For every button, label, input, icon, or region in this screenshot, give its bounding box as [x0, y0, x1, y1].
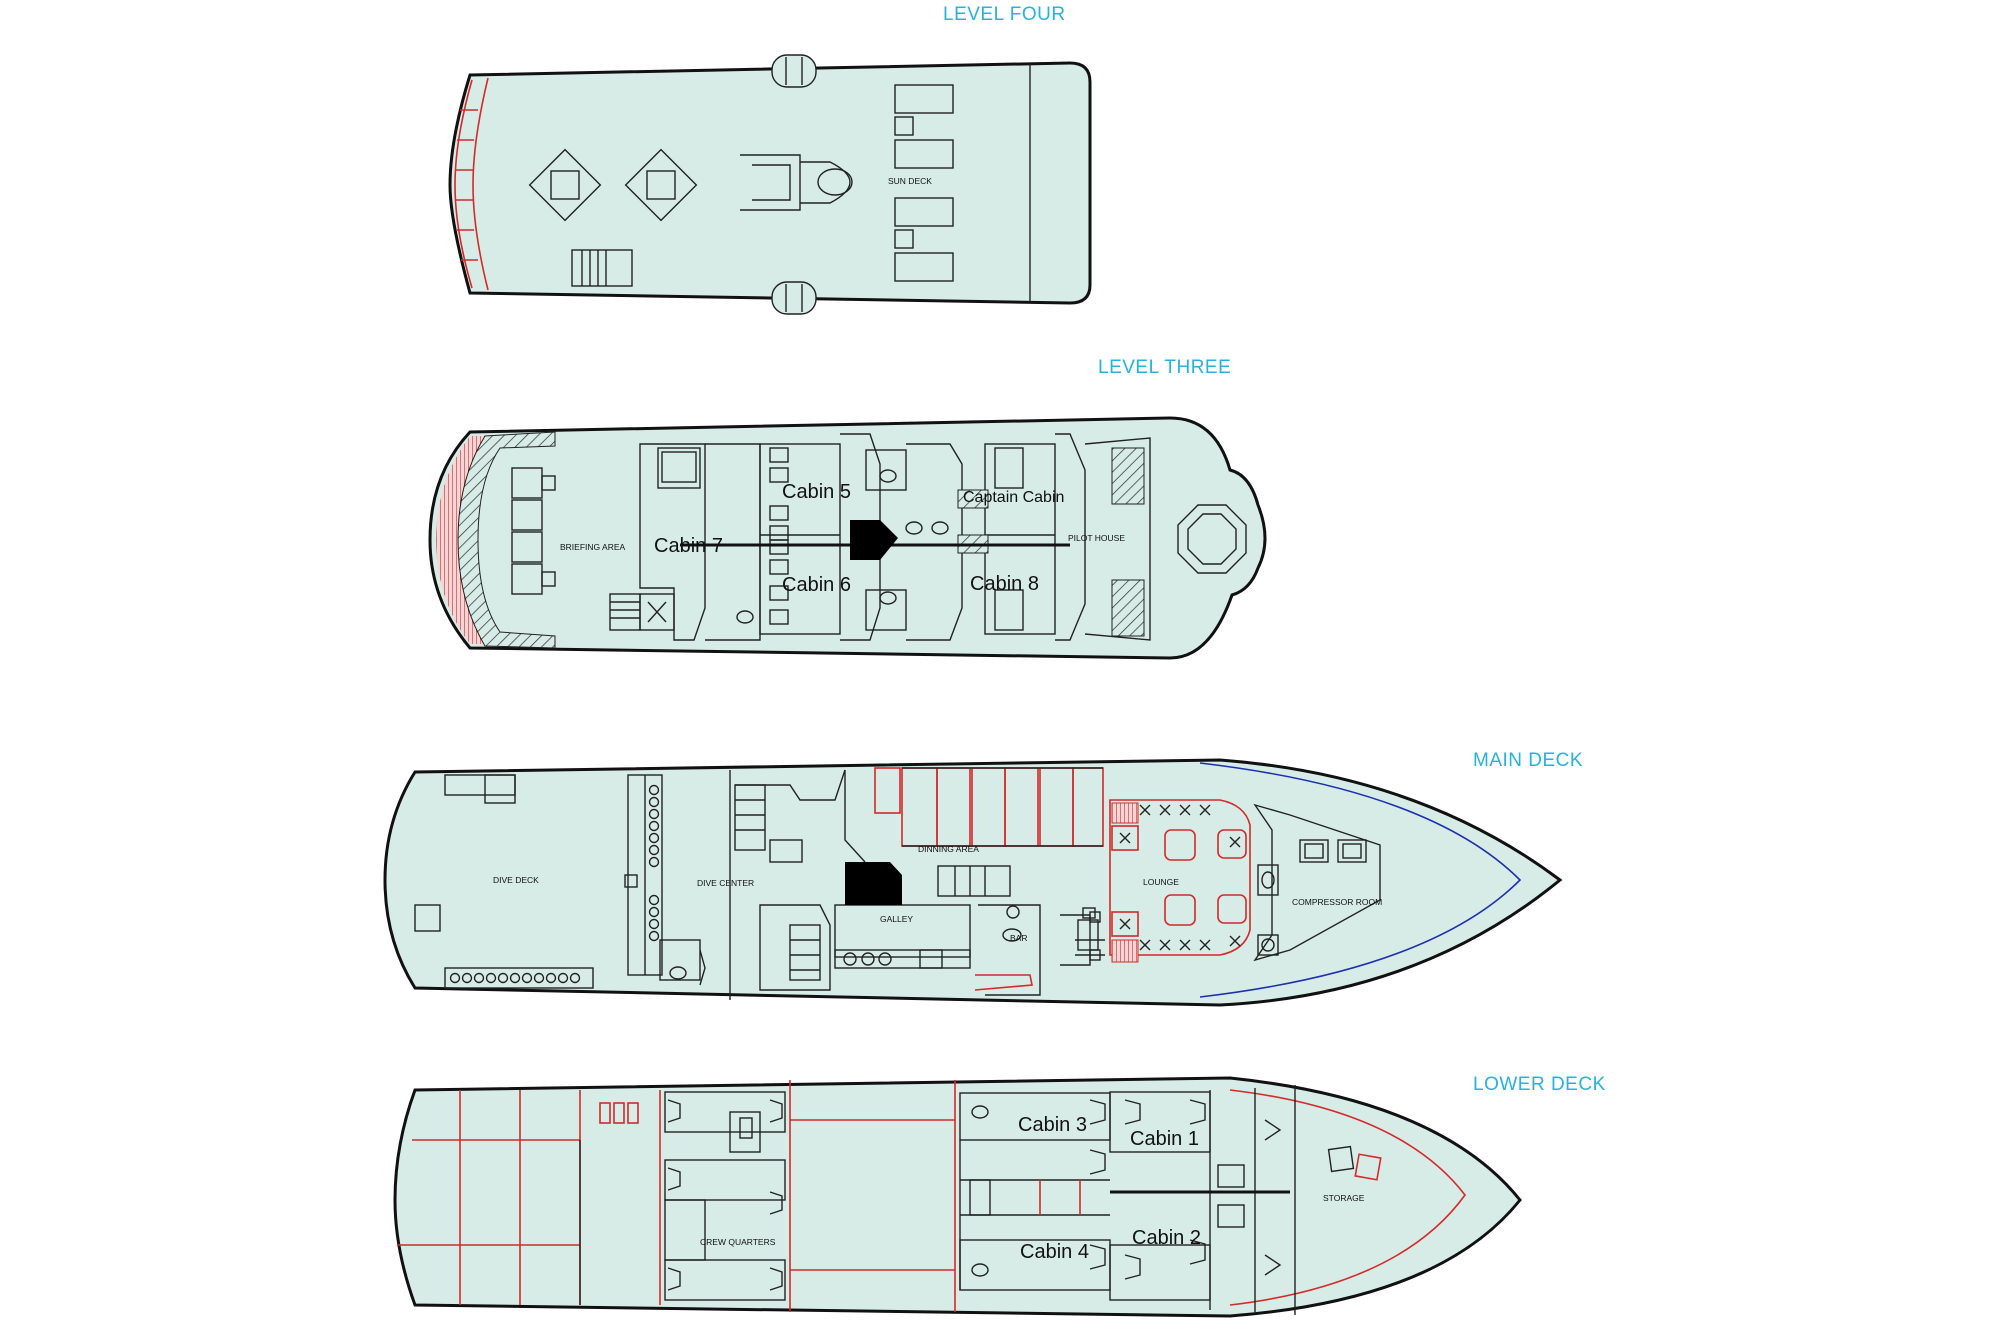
- compressor-room-label: COMPRESSOR ROOM: [1292, 897, 1382, 907]
- galley-label: GALLEY: [880, 914, 913, 924]
- level-three-hull: [428, 416, 1267, 660]
- cabin-2-label: Cabin 2: [1132, 1227, 1201, 1249]
- bunk-icon: [667, 1099, 783, 1291]
- main-deck: MAIN DECK DIVE DECK: [383, 750, 1583, 1007]
- tank-rack-icon: [648, 784, 660, 942]
- stairs-icon: [571, 249, 633, 287]
- level-four-hull: [448, 61, 1092, 305]
- cabin-3-label: Cabin 3: [1018, 1114, 1087, 1136]
- briefing-seating-icon: [511, 467, 556, 595]
- bed-icon: [661, 447, 1024, 631]
- stairs-icon: [609, 593, 675, 631]
- lower-deck-hull: [393, 1076, 1522, 1318]
- main-deck-title: MAIN DECK: [1473, 750, 1583, 771]
- life-raft-icon: [771, 281, 817, 315]
- table-icon: [624, 148, 698, 222]
- captain-cabin-label: Captain Cabin: [963, 489, 1064, 506]
- stair-core: [850, 520, 898, 560]
- bench-icon: [414, 774, 516, 932]
- cabin-4-label: Cabin 4: [1020, 1241, 1089, 1263]
- dive-deck-label: DIVE DECK: [493, 875, 539, 885]
- bar-label: BAR: [1010, 933, 1027, 943]
- cabin-1-label: Cabin 1: [1130, 1128, 1199, 1150]
- level-four-deck: LEVEL FOUR: [448, 4, 1092, 315]
- stair-core: [845, 862, 902, 905]
- cabin-7-label: Cabin 7: [654, 535, 723, 557]
- level-four-title: LEVEL FOUR: [943, 4, 1066, 25]
- life-raft-icon: [771, 54, 817, 88]
- bunk-icon: [1089, 1099, 1282, 1280]
- table-icon: [528, 148, 602, 222]
- lounge-seating: [1109, 799, 1251, 956]
- tank-rack-icon: [444, 967, 594, 989]
- cabin-6-label: Cabin 6: [782, 574, 851, 596]
- level-three-deck: LEVEL THREE BRIEFING AREA: [428, 357, 1267, 660]
- pilot-house-label: PILOT HOUSE: [1068, 533, 1125, 543]
- storage-label: STORAGE: [1323, 1193, 1365, 1203]
- lower-deck-title: LOWER DECK: [1473, 1074, 1606, 1095]
- briefing-area-label: BRIEFING AREA: [560, 542, 626, 552]
- crew-quarters-label: CREW QUARTERS: [700, 1237, 776, 1247]
- lounge-label: LOUNGE: [1143, 877, 1179, 887]
- sun-deck-label: SUN DECK: [888, 176, 932, 186]
- chair-icon: [1119, 804, 1241, 951]
- level-three-title: LEVEL THREE: [1098, 357, 1231, 378]
- lower-deck: LOWER DECK: [393, 1074, 1606, 1318]
- dinning-area-label: DINNING AREA: [918, 844, 979, 854]
- helm-console-icon: [740, 154, 851, 211]
- cabin-5-label: Cabin 5: [782, 481, 851, 503]
- cabin-8-label: Cabin 8: [970, 573, 1039, 595]
- sun-lounger-icon: [894, 84, 954, 282]
- waterline: [1199, 762, 1522, 998]
- engine-room-grid: [397, 1080, 956, 1312]
- toilet-icon: [736, 469, 949, 624]
- dive-center-label: DIVE CENTER: [697, 878, 754, 888]
